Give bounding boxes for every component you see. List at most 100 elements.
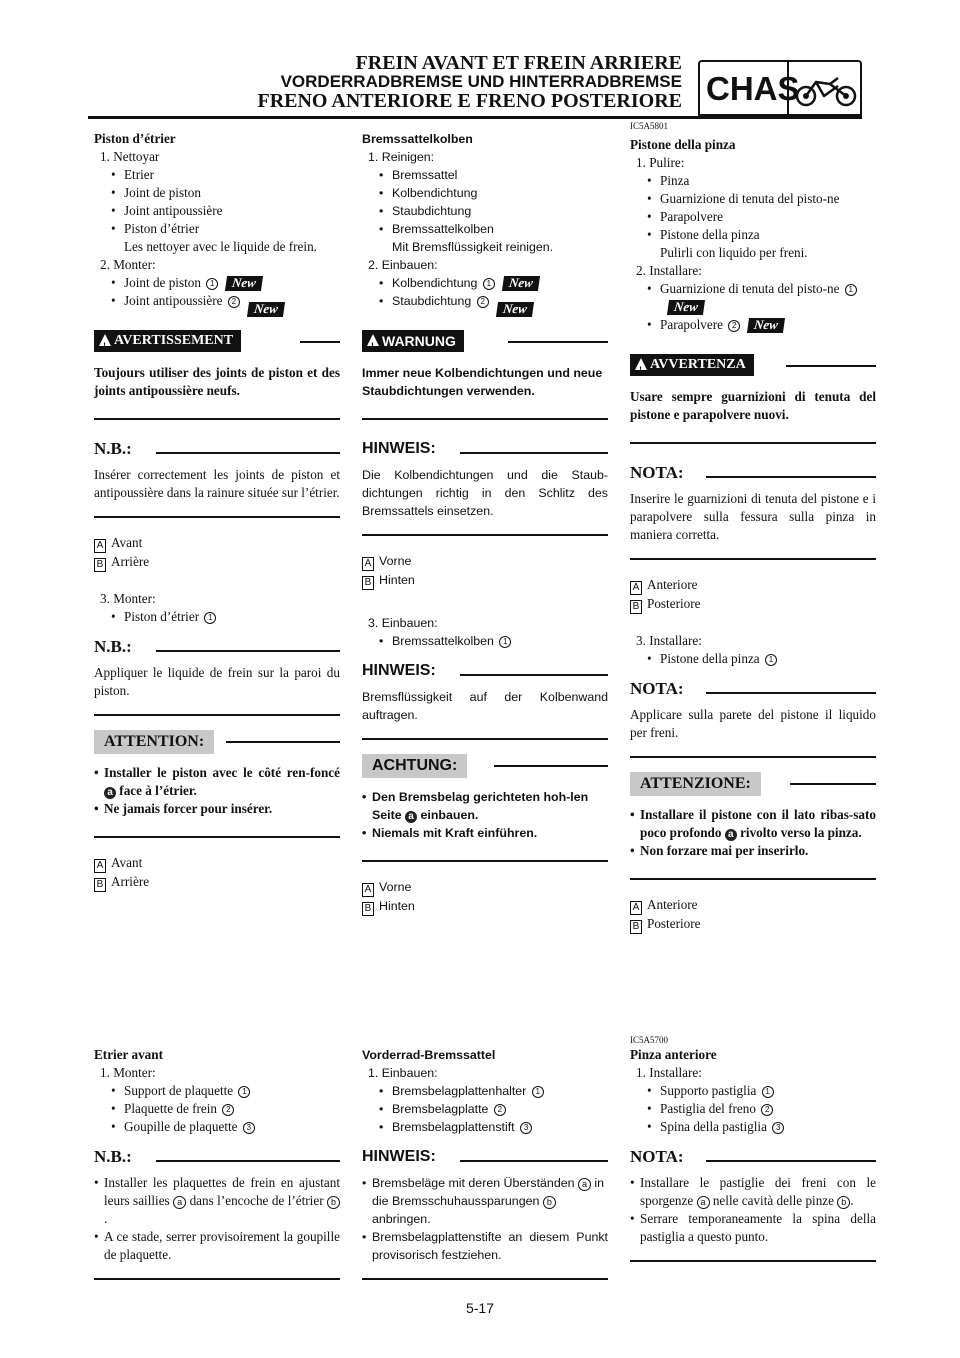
step: 2. Installare: <box>636 263 702 278</box>
list-item: Piston d’étrier <box>94 220 340 238</box>
list-item: Pastiglia del freno 2 <box>630 1100 876 1118</box>
step: 1. Einbauen: <box>368 1066 438 1080</box>
list-item: Bremssattelkolben 1 <box>362 632 608 650</box>
note-item: Installer les plaquettes de frein en aju… <box>94 1174 341 1228</box>
rule <box>630 878 876 880</box>
list-item: Supporto pastiglia 1 <box>630 1082 876 1100</box>
list-item: Kolbendichtung 1New <box>362 274 608 292</box>
ref-code: IC5A5700 <box>630 1035 668 1045</box>
list-item: Etrier <box>94 166 340 184</box>
warning-text: Toujours utiliser des joints de piston e… <box>94 365 340 398</box>
list-item: Bremsbelagplatte 2 <box>362 1100 608 1118</box>
step: 1. Monter: <box>100 1065 156 1080</box>
section-title: Etrier avant <box>94 1047 163 1062</box>
note-header: N.B.: <box>94 436 340 462</box>
column-german-lower: Vorderrad-Bremssattel 1. Einbauen: Brems… <box>362 1046 608 1280</box>
rule <box>94 714 340 716</box>
step-note: Pulirli con liquido per freni. <box>660 245 808 260</box>
column-italian: Pistone della pinza 1. Pulire: Pinza Gua… <box>630 136 876 934</box>
list-item: Spina della pastiglia 3 <box>630 1118 876 1136</box>
rule <box>362 418 608 420</box>
list-item: Joint de piston <box>94 184 340 202</box>
warning-header: AVERTISSEMENT <box>94 330 340 357</box>
page-number: 5-17 <box>465 1300 495 1316</box>
note-item: Bremsbelagplattenstifte an diesem Punkt … <box>362 1228 608 1264</box>
warning-icon <box>367 334 379 357</box>
list-item: Pistone della pinza 1 <box>630 650 876 668</box>
attention-item: Ne jamais forcer pour insérer. <box>94 800 340 818</box>
step: 1. Reinigen: <box>368 150 435 164</box>
list-item: Guarnizione di tenuta del pisto-ne <box>630 190 876 208</box>
step: 3. Installare: <box>636 633 702 648</box>
attention-item: Den Bremsbelag gerichteten hoh-len Seite… <box>362 788 608 824</box>
note-header: NOTA: <box>630 676 876 702</box>
rule <box>630 558 876 560</box>
note-header: NOTA: <box>630 1144 876 1170</box>
new-badge: New <box>501 275 540 291</box>
list-item: Joint de piston 1New <box>94 274 340 292</box>
step: 1. Pulire: <box>636 155 685 170</box>
step: 1. Installare: <box>636 1065 702 1080</box>
rule <box>508 341 608 343</box>
list-item: Bremsbelagplattenstift 3 <box>362 1118 608 1136</box>
new-badge: New <box>246 301 285 317</box>
attention-header: ATTENZIONE: <box>630 772 876 796</box>
warning-icon <box>99 334 111 357</box>
ref-code: IC5A5801 <box>630 121 668 131</box>
header-title-de: VORDERRADBREMSE UND HINTERRADBREMSE <box>280 72 682 91</box>
list-item: Kolbendichtung <box>362 184 608 202</box>
list-item: Pistone della pinza <box>630 226 876 244</box>
note-item: Installare le pastiglie dei freni con le… <box>630 1174 876 1210</box>
note-text: Appliquer le liquide de frein sur la par… <box>94 665 340 698</box>
note-header: HINWEIS: <box>362 658 608 684</box>
motorcycle-icon <box>795 77 857 107</box>
warning-badge: AVVERTENZA <box>630 354 754 381</box>
list-item: Joint antipoussière <box>94 202 340 220</box>
section-title: Bremssattelkolben <box>362 132 473 146</box>
rule <box>630 442 876 444</box>
rule <box>362 738 608 740</box>
list-item: Bremssattelkolben <box>362 220 608 238</box>
step: 2. Monter: <box>100 257 156 272</box>
warning-header: AVVERTENZA <box>630 354 876 381</box>
list-item: Piston d’étrier 1 <box>94 608 340 626</box>
list-item: Pinza <box>630 172 876 190</box>
header-title-fr: FREIN AVANT ET FREIN ARRIERE <box>355 52 682 74</box>
step: 2. Einbauen: <box>368 258 438 272</box>
step-note: Les nettoyer avec le liquide de frein. <box>124 239 317 254</box>
section-badge: CHAS <box>698 60 862 116</box>
note-text: Die Kolbendichtungen und die Staub-dicht… <box>362 468 608 518</box>
rule <box>786 365 876 367</box>
warning-text: Usare sempre guarnizioni di tenuta del p… <box>630 389 876 422</box>
list-item: Plaquette de frein 2 <box>94 1100 340 1118</box>
list-item: Bremssattel <box>362 166 608 184</box>
new-badge: New <box>495 301 534 317</box>
rule <box>94 516 340 518</box>
note-text: Inserire le guarnizioni di tenuta del pi… <box>630 491 876 542</box>
rule <box>300 341 340 343</box>
note-text: Applicare sulla parete del pistone il li… <box>630 707 876 740</box>
attention-item: Non forzare mai per inserirlo. <box>630 842 876 860</box>
note-text: Insérer correctement les joints de pisto… <box>94 467 340 500</box>
attention-item: Installare il pistone con il lato ribas-… <box>630 806 876 842</box>
rule <box>630 756 876 758</box>
step-note: Mit Bremsflüssigkeit reinigen. <box>392 240 554 254</box>
attention-badge: ACHTUNG: <box>362 754 468 778</box>
column-german: Bremssattelkolben 1. Reinigen: Bremssatt… <box>362 130 608 916</box>
attention-header: ATTENTION: <box>94 730 340 754</box>
column-french-lower: Etrier avant 1. Monter: Support de plaqu… <box>94 1046 341 1280</box>
attention-badge: ATTENZIONE: <box>630 772 761 796</box>
list-item: Parapolvere <box>630 208 876 226</box>
rule <box>94 418 340 420</box>
attention-badge: ATTENTION: <box>94 730 215 754</box>
